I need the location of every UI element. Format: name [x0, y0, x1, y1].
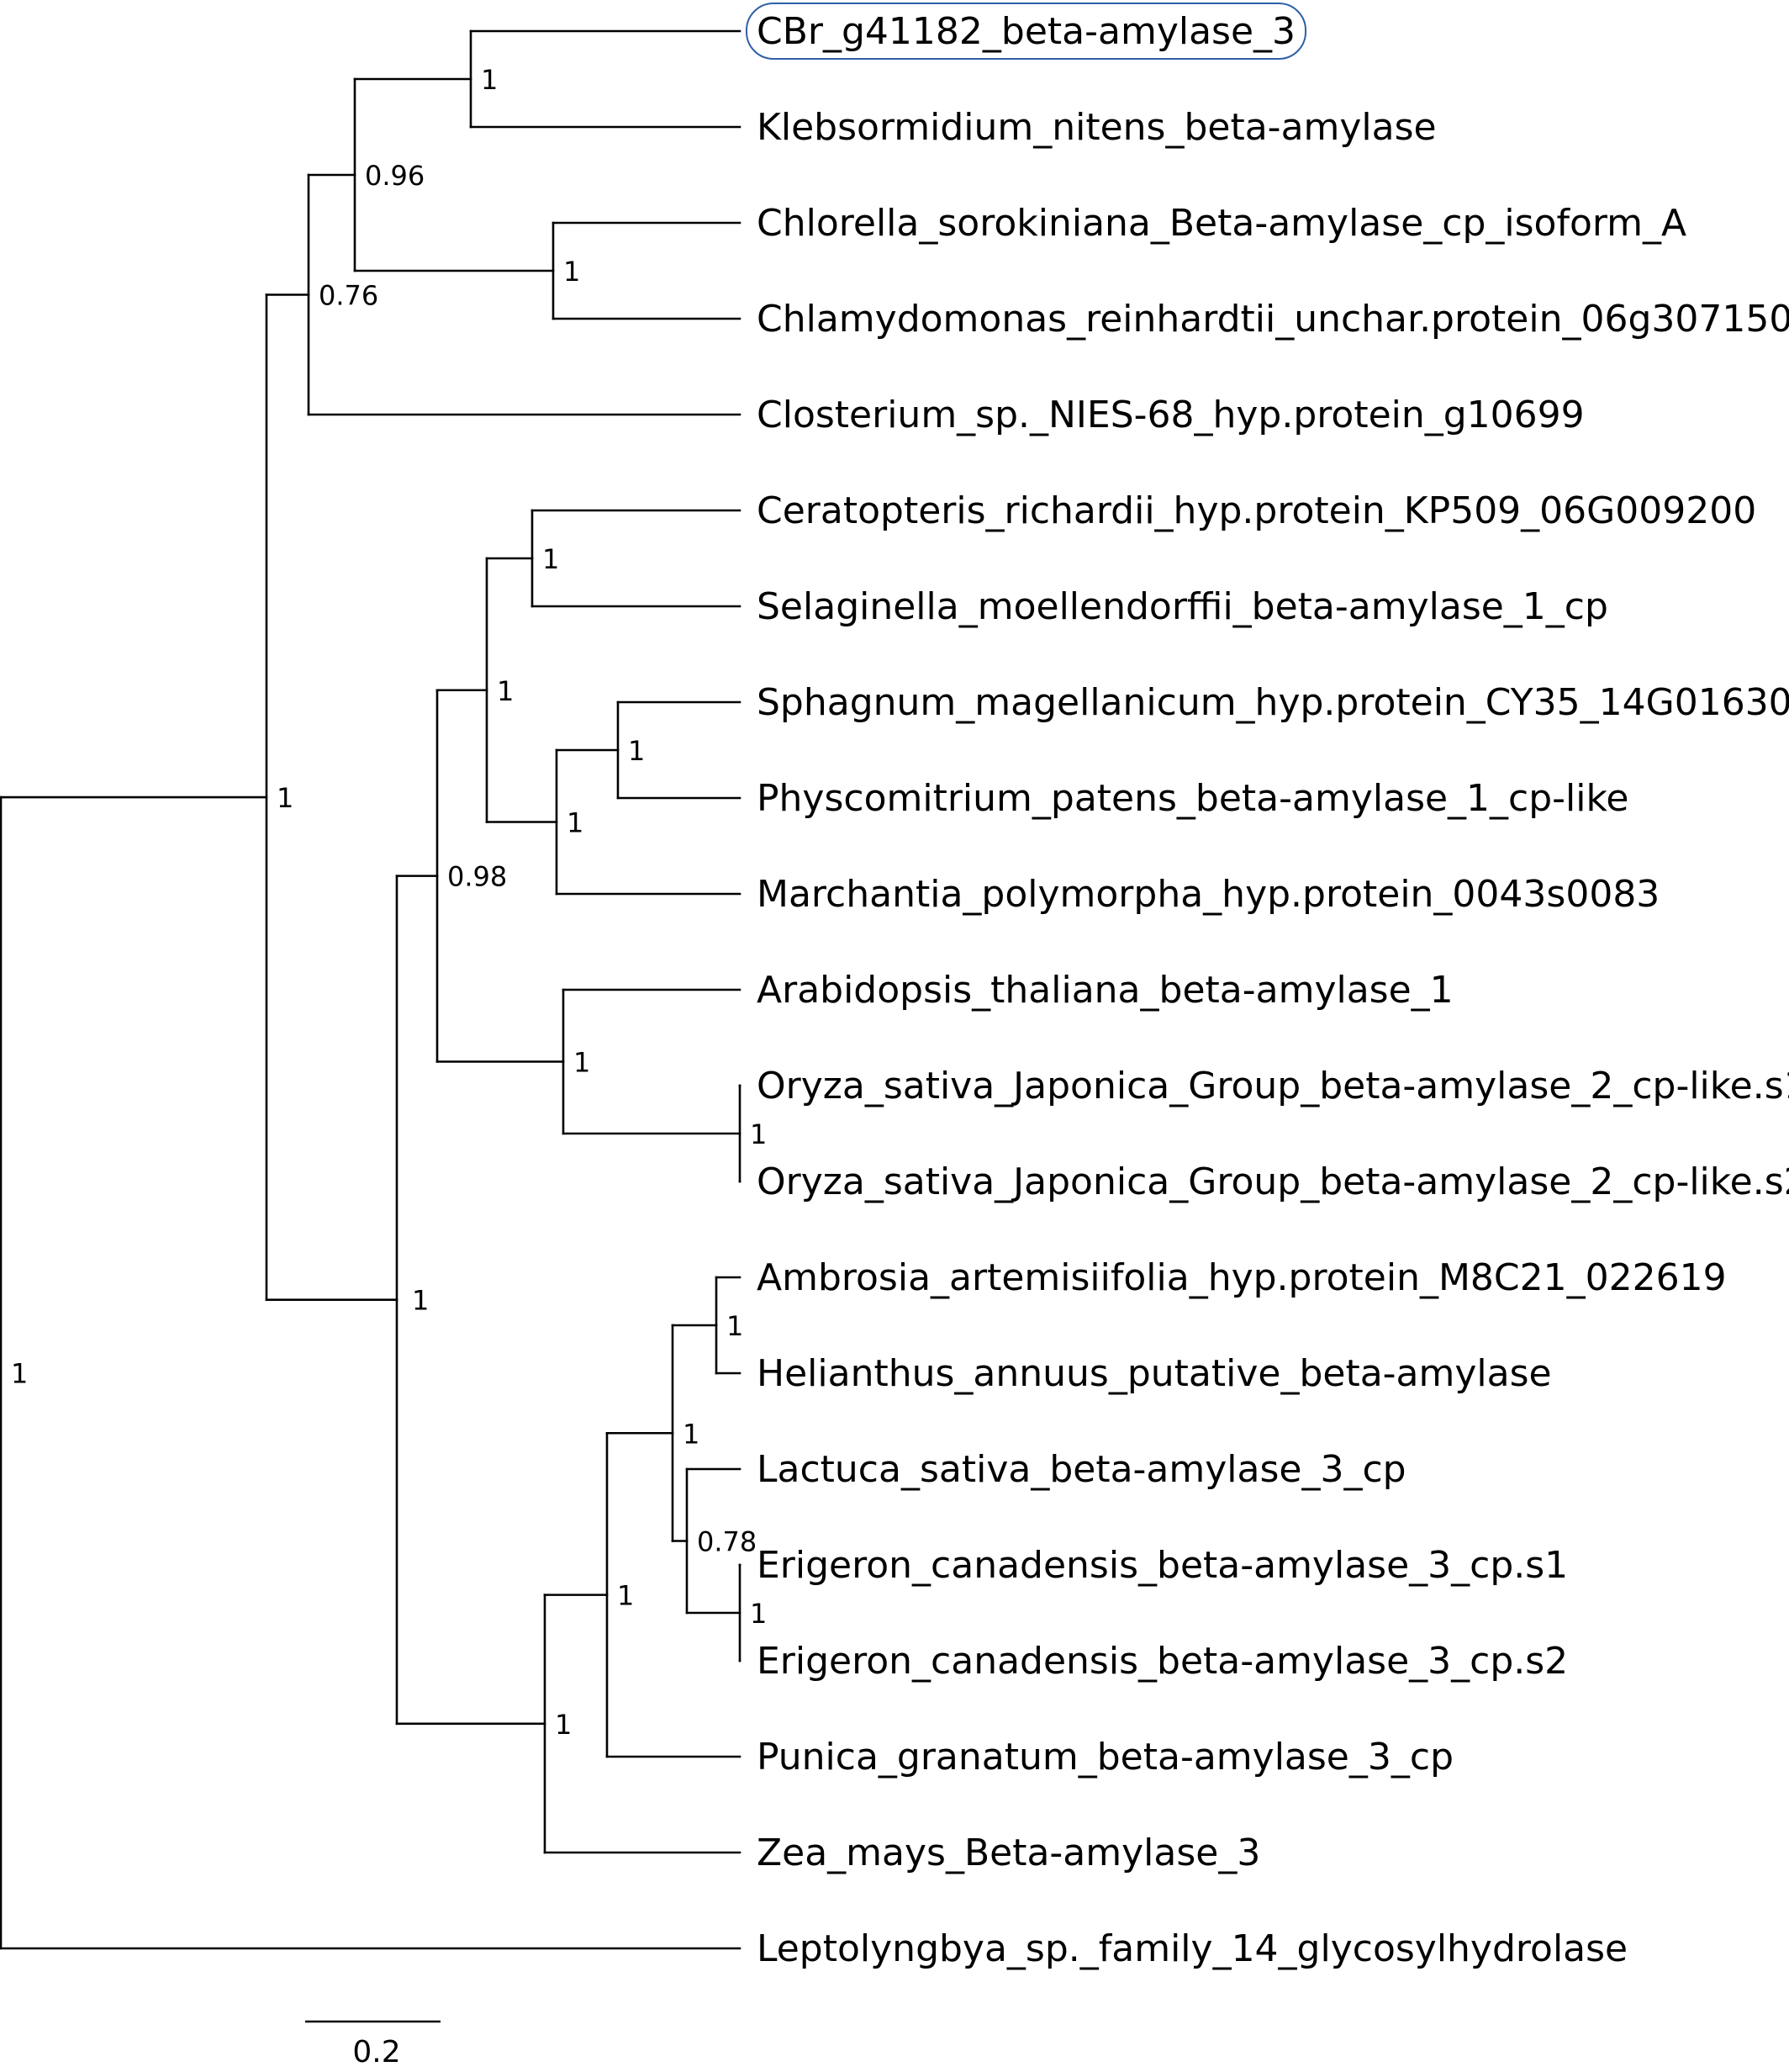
tree-branches	[0, 29, 741, 1950]
leaf-label: Oryza_sativa_Japonica_Group_beta-amylase…	[757, 1065, 1789, 1107]
support-value: 1	[726, 1310, 743, 1342]
leaf-labels: CBr_g41182_beta-amylase_3Klebsormidium_n…	[746, 3, 1789, 1970]
support-value: 1	[563, 256, 580, 288]
support-value: 0.96	[365, 160, 425, 192]
support-value: 1	[542, 543, 559, 575]
leaf-label: Lactuca_sativa_beta-amylase_3_cp	[757, 1448, 1406, 1491]
support-value: 1	[573, 1047, 590, 1079]
leaf-label: Chlamydomonas_reinhardtii_unchar.protein…	[757, 298, 1789, 341]
leaf-label: Selaginella_moellendorffii_beta-amylase_…	[757, 585, 1608, 628]
leaf-label: Ceratopteris_richardii_hyp.protein_KP509…	[757, 489, 1756, 532]
leaf-label: Klebsormidium_nitens_beta-amylase	[757, 106, 1437, 149]
leaf-label: Leptolyngbya_sp._family_14_glycosylhydro…	[757, 1927, 1628, 1970]
support-value: 0.78	[697, 1526, 757, 1558]
scale-bar-label: 0.2	[352, 2035, 400, 2069]
support-value: 0.98	[447, 861, 507, 893]
leaf-label: Sphagnum_magellanicum_hyp.protein_CY35_1…	[757, 681, 1789, 724]
leaf-label: Helianthus_annuus_putative_beta-amylase	[757, 1352, 1552, 1395]
support-value: 1	[750, 1598, 767, 1630]
leaf-label: Erigeron_canadensis_beta-amylase_3_cp.s2	[757, 1640, 1568, 1683]
support-value: 0.76	[319, 280, 378, 312]
leaf-label: Arabidopsis_thaliana_beta-amylase_1	[757, 969, 1454, 1012]
highlight-outline	[746, 3, 1307, 60]
support-values: 1 1 0.96 0.76 1 1 1 1 1 1 0.98 1 1 0.78 1 1 1 1 1 1	[11, 64, 767, 1741]
support-value: 1	[412, 1285, 429, 1317]
leaf-label: Ambrosia_artemisiifolia_hyp.protein_M8C2…	[757, 1256, 1727, 1299]
support-value: 1	[497, 675, 514, 707]
leaf-label: Erigeron_canadensis_beta-amylase_3_cp.s1	[757, 1544, 1568, 1587]
leaf-label: Physcomitrium_patens_beta-amylase_1_cp-l…	[757, 777, 1628, 820]
support-value: 1	[555, 1709, 572, 1741]
support-value: 1	[481, 64, 498, 96]
leaf-label: Chlorella_sorokiniana_Beta-amylase_cp_is…	[757, 202, 1686, 245]
leaf-label: Oryza_sativa_Japonica_Group_beta-amylase…	[757, 1160, 1789, 1203]
support-value: 1	[567, 807, 583, 839]
support-value: 1	[277, 782, 293, 814]
support-value: 1	[750, 1118, 767, 1150]
support-value: 1	[11, 1358, 28, 1390]
leaf-label: CBr_g41182_beta-amylase_3	[757, 10, 1296, 53]
support-value: 1	[628, 735, 645, 767]
scale-bar: 0.2	[305, 2020, 441, 2069]
leaf-label: Punica_granatum_beta-amylase_3_cp	[757, 1736, 1454, 1779]
leaf-label: Zea_mays_Beta-amylase_3	[757, 1832, 1260, 1874]
leaf-label: Closterium_sp._NIES-68_hyp.protein_g1069…	[757, 394, 1585, 436]
support-value: 1	[683, 1418, 699, 1450]
support-value: 1	[617, 1580, 634, 1612]
leaf-label: Marchantia_polymorpha_hyp.protein_0043s0…	[757, 873, 1660, 916]
